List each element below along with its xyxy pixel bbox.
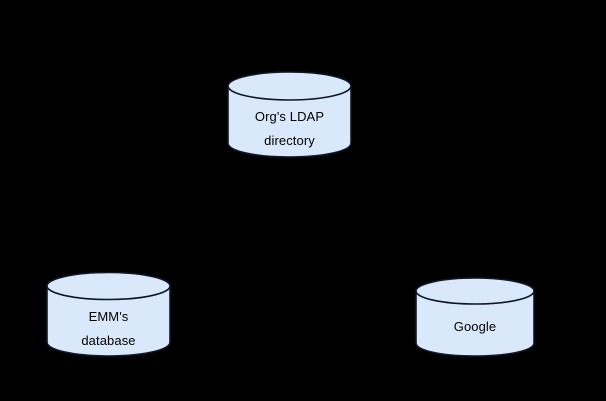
cylinder-shape-icon — [415, 277, 535, 357]
cylinder-node-google[interactable]: Google — [415, 277, 535, 357]
cylinder-shape-icon — [46, 272, 171, 357]
cylinder-shape-icon — [227, 71, 352, 158]
cylinder-node-emm[interactable]: EMM's database — [46, 272, 171, 357]
cylinder-node-ldap[interactable]: Org's LDAP directory — [227, 71, 352, 158]
